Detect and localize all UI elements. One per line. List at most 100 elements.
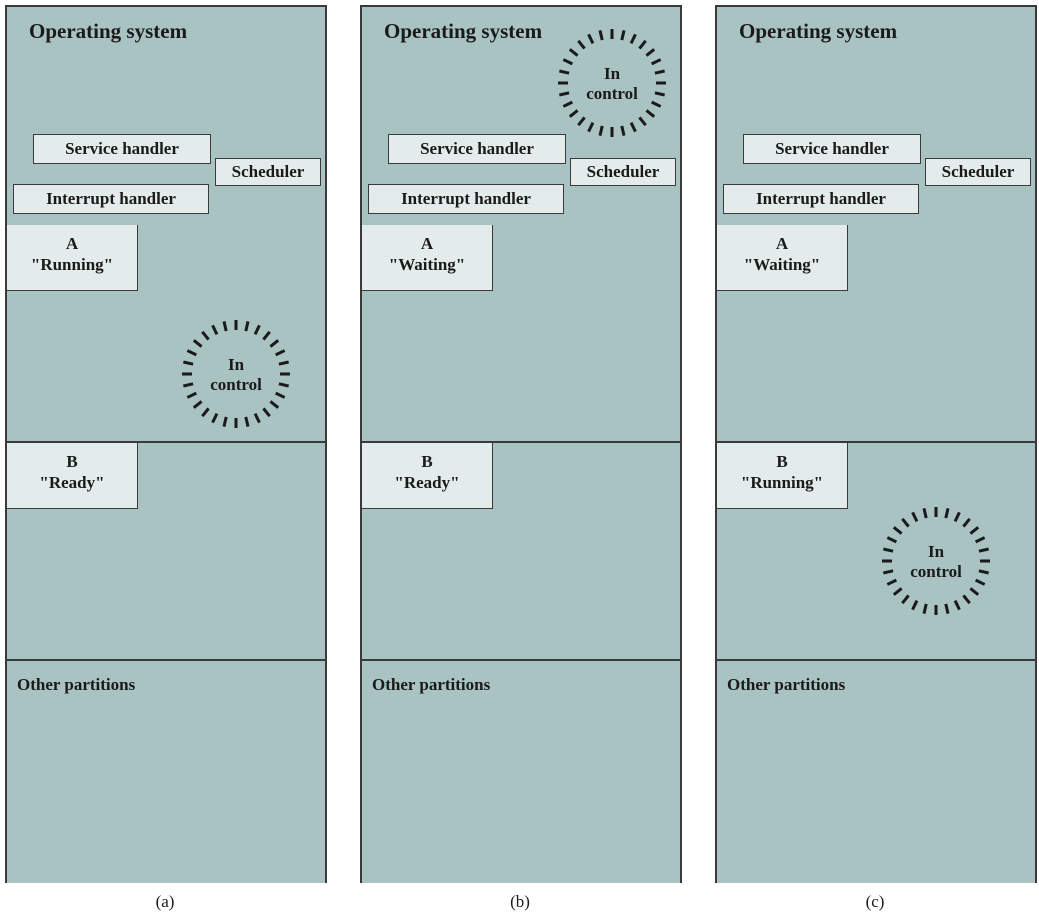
os-partition: Operating system In control Service hand… bbox=[360, 5, 682, 227]
process-a-label: A "Running" bbox=[7, 225, 138, 291]
in-control-burst: In control bbox=[558, 29, 666, 137]
burst-ray bbox=[587, 33, 595, 45]
burst-ray bbox=[978, 569, 989, 575]
panel-c: Operating system Service handler Schedul… bbox=[715, 5, 1037, 883]
burst-ray bbox=[192, 400, 203, 409]
burst-ray bbox=[587, 121, 595, 133]
process-a-partition: A "Waiting" bbox=[360, 225, 682, 443]
panel-a: Operating system Service handler Schedul… bbox=[5, 5, 327, 883]
process-b-label: B "Ready" bbox=[7, 443, 138, 509]
os-title: Operating system bbox=[29, 19, 188, 43]
process-name: B bbox=[421, 452, 433, 471]
burst-ray bbox=[577, 39, 586, 50]
process-a-label: A "Waiting" bbox=[362, 225, 493, 291]
burst-ray bbox=[192, 339, 203, 348]
burst-ray bbox=[974, 578, 986, 586]
process-name: A bbox=[775, 234, 789, 253]
burst-ray bbox=[650, 100, 662, 108]
in-control-line1: In bbox=[928, 542, 945, 561]
burst-ray bbox=[911, 599, 919, 611]
caption-b: (b) bbox=[510, 892, 530, 911]
burst-ray bbox=[598, 125, 604, 136]
burst-ray bbox=[962, 594, 971, 605]
burst-ray bbox=[253, 324, 261, 336]
burst-ray bbox=[568, 48, 579, 57]
burst-ray bbox=[274, 391, 286, 399]
burst-ray bbox=[892, 587, 903, 596]
process-state: "Running" bbox=[740, 473, 824, 492]
burst-ray bbox=[953, 599, 961, 611]
burst-ray bbox=[886, 578, 898, 586]
process-b-partition: B "Running" In control bbox=[715, 443, 1037, 661]
burst-ray bbox=[969, 526, 980, 535]
burst-ray bbox=[269, 339, 280, 348]
burst-ray bbox=[645, 109, 656, 118]
burst-ray bbox=[269, 400, 280, 409]
other-partitions-label: Other partitions bbox=[17, 675, 136, 694]
burst-ray bbox=[638, 116, 647, 127]
burst-ray bbox=[201, 407, 210, 418]
burst-ray bbox=[944, 603, 950, 614]
burst-ray bbox=[654, 69, 665, 75]
other-partitions-label: Other partitions bbox=[372, 675, 491, 694]
burst-ray bbox=[183, 360, 194, 366]
burst-ray bbox=[562, 100, 574, 108]
panel-b: Operating system In control Service hand… bbox=[360, 5, 682, 883]
caption-a: (a) bbox=[155, 892, 175, 911]
burst-ray bbox=[620, 125, 626, 136]
process-a-label: A "Waiting" bbox=[717, 225, 848, 291]
burst-ray bbox=[577, 116, 586, 127]
burst-ray bbox=[901, 517, 910, 528]
interrupt-handler-box: Interrupt handler bbox=[13, 184, 209, 214]
burst-ray bbox=[211, 324, 219, 336]
burst-ray bbox=[559, 69, 570, 75]
process-a-partition: A "Running" In control bbox=[5, 225, 327, 443]
burst-ray bbox=[598, 30, 604, 41]
burst-ray bbox=[568, 109, 579, 118]
process-state: "Waiting" bbox=[743, 255, 821, 274]
service-handler-box: Service handler bbox=[33, 134, 211, 164]
os-partition: Operating system Service handler Schedul… bbox=[715, 5, 1037, 227]
burst-ray bbox=[962, 517, 971, 528]
in-control-line2: control bbox=[586, 84, 638, 103]
burst-ray bbox=[978, 547, 989, 553]
burst-ray bbox=[629, 33, 637, 45]
burst-ray bbox=[222, 321, 228, 332]
burst-ray bbox=[886, 536, 898, 544]
interrupt-handler-box: Interrupt handler bbox=[723, 184, 919, 214]
process-b-partition: B "Ready" bbox=[360, 443, 682, 661]
burst-ray bbox=[892, 526, 903, 535]
burst-ray bbox=[253, 412, 261, 424]
burst-ray bbox=[183, 382, 194, 388]
interrupt-handler-box: Interrupt handler bbox=[368, 184, 564, 214]
process-name: A bbox=[420, 234, 434, 253]
os-title: Operating system bbox=[384, 19, 543, 43]
process-a-partition: A "Waiting" bbox=[715, 225, 1037, 443]
burst-ray bbox=[629, 121, 637, 133]
caption-c: (c) bbox=[865, 892, 885, 911]
burst-ray bbox=[654, 91, 665, 97]
burst-ray bbox=[645, 48, 656, 57]
process-name: A bbox=[65, 234, 79, 253]
burst-ray bbox=[974, 536, 986, 544]
burst-ray bbox=[638, 39, 647, 50]
burst-ray bbox=[922, 508, 928, 519]
other-partitions: Other partitions bbox=[360, 661, 682, 883]
burst-ray bbox=[274, 349, 286, 357]
burst-ray bbox=[262, 407, 271, 418]
burst-ray bbox=[953, 511, 961, 523]
other-partitions-label: Other partitions bbox=[727, 675, 846, 694]
burst-ray bbox=[883, 569, 894, 575]
burst-ray bbox=[201, 330, 210, 341]
process-b-label: B "Ready" bbox=[362, 443, 493, 509]
os-partition: Operating system Service handler Schedul… bbox=[5, 5, 327, 227]
burst-ray bbox=[244, 416, 250, 427]
in-control-line2: control bbox=[910, 562, 962, 581]
burst-ray bbox=[650, 58, 662, 66]
os-title: Operating system bbox=[739, 19, 898, 43]
burst-ray bbox=[922, 603, 928, 614]
burst-ray bbox=[620, 30, 626, 41]
burst-ray bbox=[244, 321, 250, 332]
burst-ray bbox=[278, 382, 289, 388]
process-state: "Running" bbox=[30, 255, 114, 274]
